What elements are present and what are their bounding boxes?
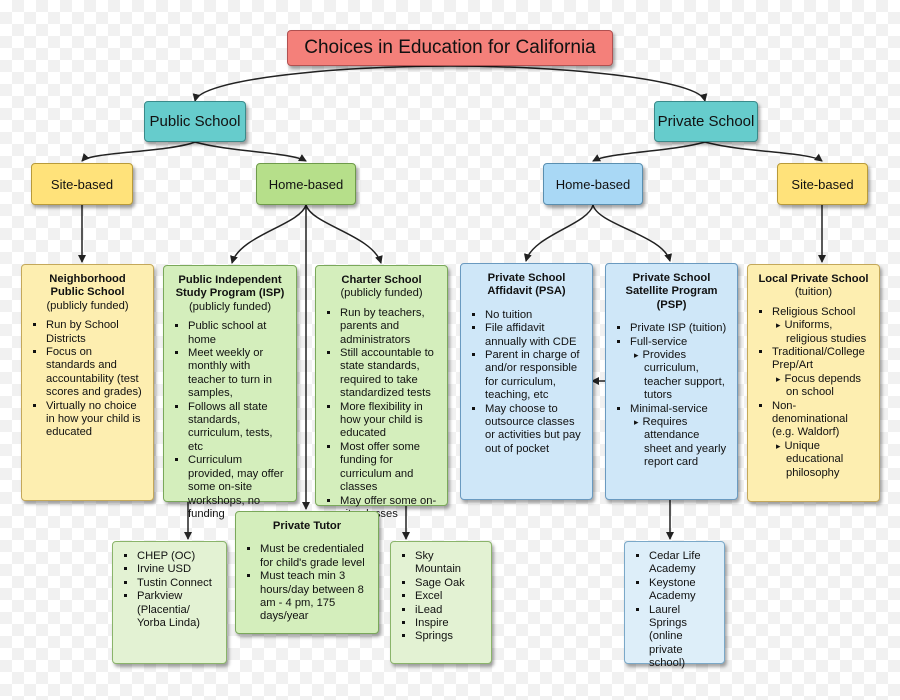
title-node: Choices in Education for California: [287, 30, 613, 66]
list-item: Must teach min 3 hours/day between 8 am …: [260, 570, 368, 624]
list-item: Follows all state standards, curriculum,…: [188, 401, 286, 455]
list-item: Religious School Uniforms, religious stu…: [772, 306, 869, 346]
feature-list: Public school at home Meet weekly or mon…: [174, 320, 286, 521]
box-title: Private School Affidavit (PSA): [487, 272, 566, 298]
box-subtitle: (publicly funded): [340, 287, 423, 300]
list-item: Cedar Life Academy: [649, 550, 714, 577]
list-item: Parkview (Placentia/ Yorba Linda): [137, 590, 216, 630]
list-item: Public school at home: [188, 320, 286, 347]
list-item: Non-denominational (e.g. Waldorf) Unique…: [772, 400, 869, 480]
local-private-school-box: Local Private School (tuition) Religious…: [747, 264, 880, 502]
sub-list: Provides curriculum, teacher support, tu…: [630, 349, 727, 403]
neighborhood-public-school-box: Neighborhood Public School (publicly fun…: [21, 264, 154, 501]
private-site-based-node: Site-based: [777, 163, 868, 205]
list-item: Laurel Springs (online private school): [649, 604, 714, 671]
feature-list: Must be credentialed for child's grade l…: [246, 543, 368, 623]
list-item: Run by teachers, parents and administrat…: [340, 307, 437, 347]
list-item: Sage Oak: [415, 577, 481, 590]
charter-examples-box: Sky Mountain Sage Oak Excel iLead Inspir…: [390, 541, 492, 664]
list-item: Traditional/College Prep/Art Focus depen…: [772, 346, 869, 400]
list-item: Curriculum provided, may offer some on-s…: [188, 454, 286, 521]
isp-examples-box: CHEP (OC) Irvine USD Tustin Connect Park…: [112, 541, 227, 664]
list-item: Keystone Academy: [649, 577, 714, 604]
feature-list: No tuition File affidavit annually with …: [471, 309, 582, 456]
list-item: CHEP (OC): [137, 550, 216, 563]
list-item: Run by School Districts: [46, 319, 143, 346]
list-item: Focus on standards and accountability (t…: [46, 346, 143, 400]
psp-examples-box: Cedar Life Academy Keystone Academy Laur…: [624, 541, 725, 669]
list-item: Still accountable to state standards, re…: [340, 347, 437, 401]
sub-list: Unique educational philosophy: [772, 440, 869, 480]
list-item: Minimal-service Requires attendance shee…: [630, 403, 727, 470]
box-subtitle: (publicly funded): [188, 300, 272, 313]
box-title: Public Independent Study Program (ISP): [175, 274, 285, 300]
sub-list-item: Unique educational philosophy: [785, 440, 869, 480]
list-item: More flexibility in how your child is ed…: [340, 401, 437, 441]
sub-list: Uniforms, religious studies: [772, 319, 869, 346]
public-school-node: Public School: [144, 101, 246, 142]
public-isp-box: Public Independent Study Program (ISP) (…: [163, 265, 297, 520]
list-item: Tustin Connect: [137, 577, 216, 590]
sub-list-item: Provides curriculum, teacher support, tu…: [643, 349, 727, 403]
private-school-affidavit-box: Private School Affidavit (PSA) No tuitio…: [460, 263, 593, 500]
list-item: iLead: [415, 604, 481, 617]
list-item: Inspire: [415, 617, 481, 630]
list-item: Most offer some funding for curriculum a…: [340, 441, 437, 495]
private-school-satellite-program-box: Private School Satellite Program (PSP) P…: [605, 263, 738, 500]
list-item: File affidavit annually with CDE: [485, 322, 582, 349]
box-subtitle: (tuition): [794, 286, 833, 299]
sub-list: Requires attendance sheet and yearly rep…: [630, 416, 727, 470]
feature-list: Run by School Districts Focus on standar…: [32, 319, 143, 440]
private-tutor-box: Private Tutor Must be credentialed for c…: [235, 511, 379, 634]
list-item: Irvine USD: [137, 563, 216, 576]
box-title: Private School Satellite Program (PSP): [625, 272, 718, 311]
example-list: Sky Mountain Sage Oak Excel iLead Inspir…: [401, 550, 481, 644]
box-title: Charter School: [341, 274, 422, 286]
example-list: Cedar Life Academy Keystone Academy Laur…: [635, 550, 714, 671]
sub-list-item: Focus depends on school: [785, 373, 869, 400]
list-item: Private ISP (tuition): [630, 322, 727, 335]
feature-list: Religious School Uniforms, religious stu…: [758, 306, 869, 480]
private-school-node: Private School: [654, 101, 758, 142]
list-item: Must be credentialed for child's grade l…: [260, 543, 368, 570]
sub-list-item: Uniforms, religious studies: [785, 319, 869, 346]
example-list: CHEP (OC) Irvine USD Tustin Connect Park…: [123, 550, 216, 630]
box-title: Private Tutor: [272, 520, 342, 532]
public-home-based-node: Home-based: [256, 163, 356, 205]
list-item: Virtually no choice in how your child is…: [46, 400, 143, 440]
sub-list: Focus depends on school: [772, 373, 869, 400]
list-item: Parent in charge of and/or responsible f…: [485, 349, 582, 403]
public-site-based-node: Site-based: [31, 163, 133, 205]
sub-list-item: Requires attendance sheet and yearly rep…: [643, 416, 727, 470]
list-item: Meet weekly or monthly with teacher to t…: [188, 347, 286, 401]
list-item: No tuition: [485, 309, 582, 322]
list-item: May choose to outsource classes or activ…: [485, 403, 582, 457]
feature-list: Private ISP (tuition) Full-service Provi…: [616, 322, 727, 469]
list-item: Excel: [415, 590, 481, 603]
box-title: Local Private School: [758, 273, 869, 285]
list-item: Full-service Provides curriculum, teache…: [630, 336, 727, 403]
feature-list: Run by teachers, parents and administrat…: [326, 307, 437, 522]
box-subtitle: (publicly funded): [46, 299, 129, 312]
private-home-based-node: Home-based: [543, 163, 643, 205]
box-title: Neighborhood Public School: [49, 273, 126, 299]
charter-school-box: Charter School (publicly funded) Run by …: [315, 265, 448, 520]
list-item: Springs: [415, 630, 481, 643]
list-item: Sky Mountain: [415, 550, 481, 577]
